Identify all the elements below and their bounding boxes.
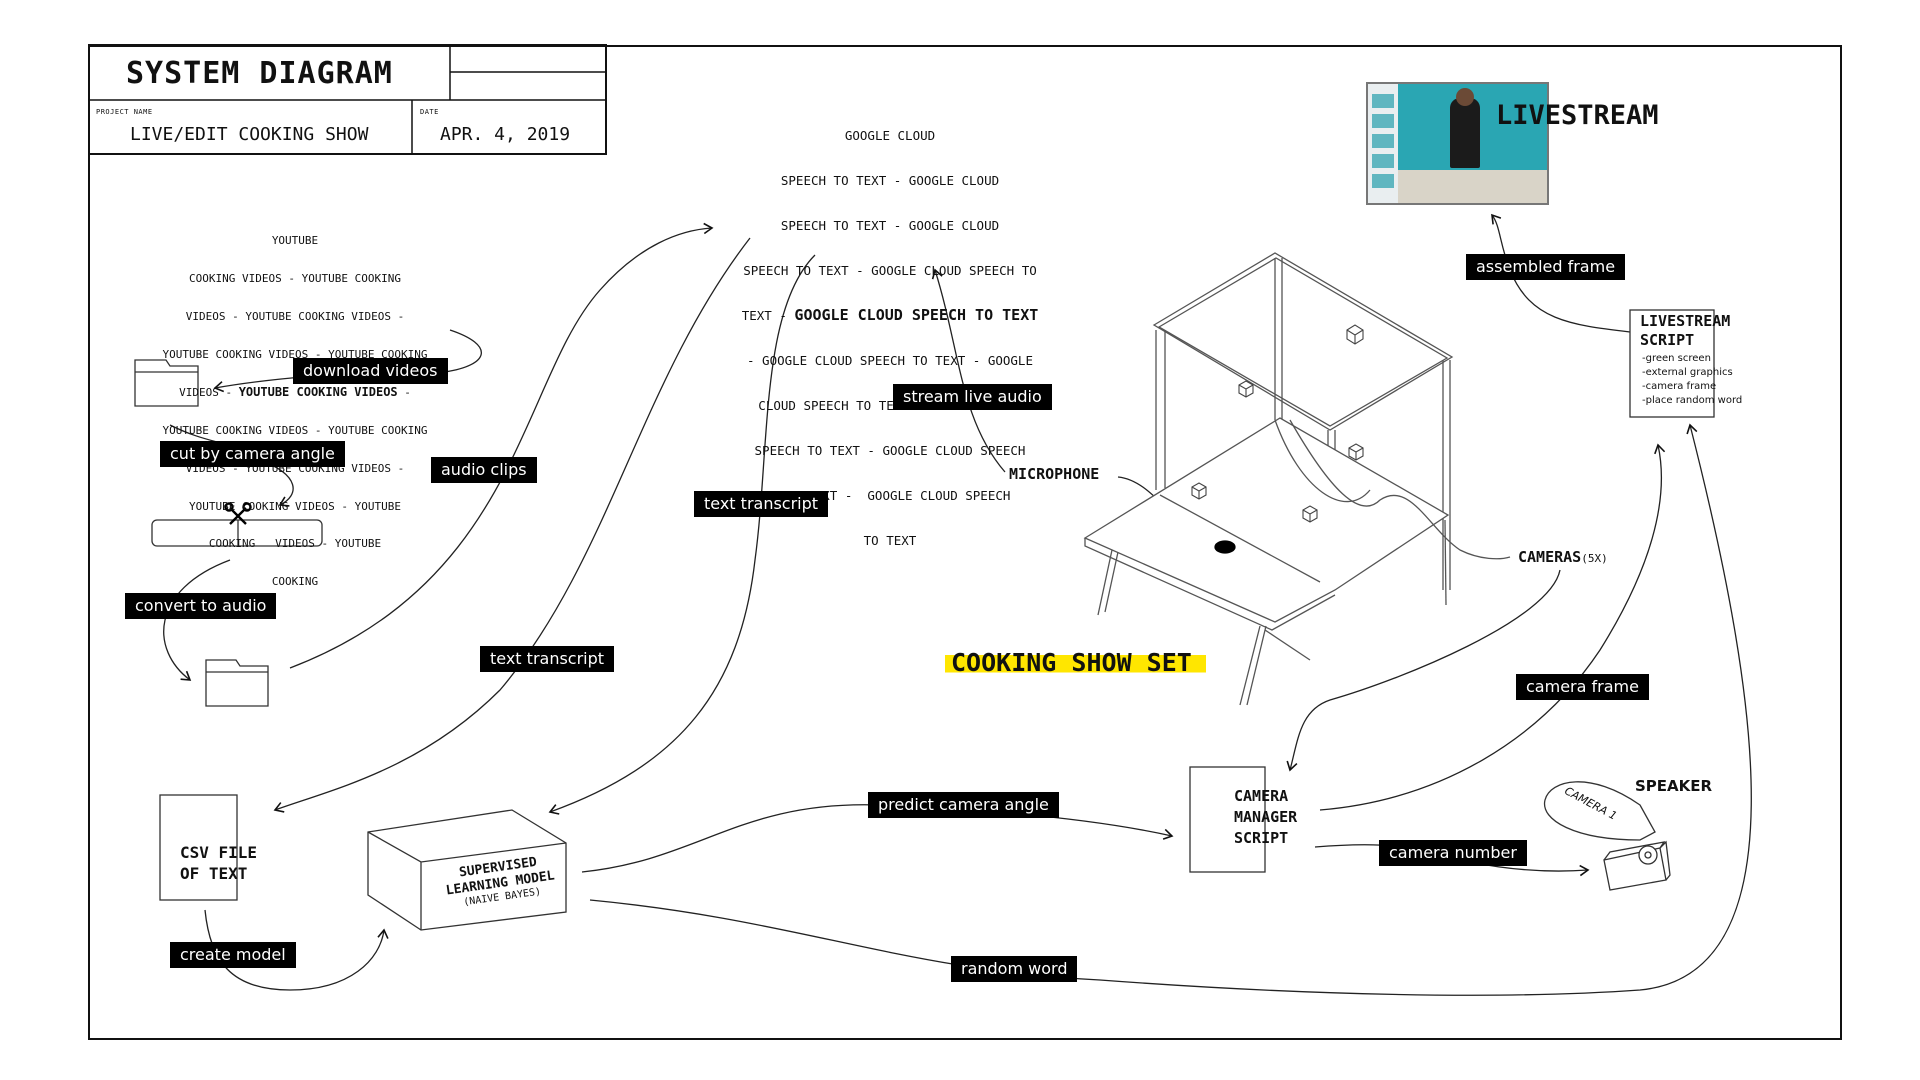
edge-label-camera-number: camera number [1379,840,1527,866]
livestream-script-items: -green screen -external graphics -camera… [1642,352,1742,408]
camera-cube-icon [1348,443,1364,461]
date-label: DATE [420,108,439,116]
edge-label-random-word: random word [951,956,1078,982]
edge-label-assembled-frame: assembled frame [1466,254,1626,280]
microphone-label: MICROPHONE [1009,465,1100,483]
diagram-frame [88,45,1842,1040]
edge-assembled-frame [1491,213,1631,333]
camera-cube-icon [1238,380,1254,398]
script-item: -camera frame [1642,381,1717,392]
script-item: -place random word [1642,395,1743,406]
edge-random-word [589,423,1752,996]
csv-file-label: CSV FILE OF TEXT [180,843,258,883]
script-item: -green screen [1642,353,1711,364]
edge-label-download-videos: download videos [293,358,448,384]
edge-convert-to-audio [163,559,231,681]
edge-label-text-transcript-1: text transcript [694,491,829,517]
folder-icon [205,659,269,707]
edge-label-stream-live-audio: stream live audio [893,384,1052,410]
edge-label-camera-frame: camera frame [1516,674,1649,700]
edge-label-cut-by-camera-angle: cut by camera angle [160,441,345,467]
edge-label-text-transcript-2: text transcript [480,646,615,672]
camera-cube-icon [1302,505,1318,523]
edge-label-convert-to-audio: convert to audio [125,593,277,619]
cooking-show-set-title: COOKING SHOW SET [945,648,1206,677]
model-box [367,809,567,931]
camera-cube-icon [1346,324,1364,345]
folder-icon [134,359,199,407]
google-speech-text-block: GOOGLE CLOUD SPEECH TO TEXT - GOOGLE CLO… [741,128,1039,548]
edge-stream-live-audio [931,268,1006,473]
cooking-set-icon [1083,252,1511,706]
edge-camera-frame [1319,443,1666,811]
edge-audio-clips [289,222,714,669]
camera-manager-box [1189,766,1266,873]
camera-cube-icon [1191,482,1207,500]
date-value: APR. 4, 2019 [440,124,571,145]
project-name-label: PROJECT NAME [96,108,153,116]
csv-file-box [159,794,238,901]
camera-cone-icon [1543,781,1656,841]
edge-label-audio-clips: audio clips [431,457,537,483]
camera-manager-label: CAMERA MANAGER SCRIPT [1234,787,1298,847]
diagram-title: SYSTEM DIAGRAM [126,56,393,91]
scissors-icon [224,502,252,525]
livestream-monitor-icon [1366,82,1549,205]
cameras-label: CAMERAS(5X) [1518,548,1608,566]
edge-label-create-model: create model [170,942,296,968]
edge-cameras [1286,569,1561,772]
edge-text-transcript-1 [548,254,816,815]
speaker-icon [1603,840,1671,891]
youtube-text-block: YOUTUBE COOKING VIDEOS - YOUTUBE COOKING… [162,234,428,589]
livestream-script-box [1629,309,1715,418]
project-name: LIVE/EDIT COOKING SHOW [130,124,369,145]
livestream-label: LIVESTREAM [1496,100,1659,131]
clip-bar [151,519,323,547]
speaker-label: SPEAKER [1635,777,1713,795]
script-item: -external graphics [1642,367,1733,378]
edge-label-predict-camera-angle: predict camera angle [868,792,1059,818]
livestream-script-title: LIVESTREAM SCRIPT [1640,312,1731,349]
